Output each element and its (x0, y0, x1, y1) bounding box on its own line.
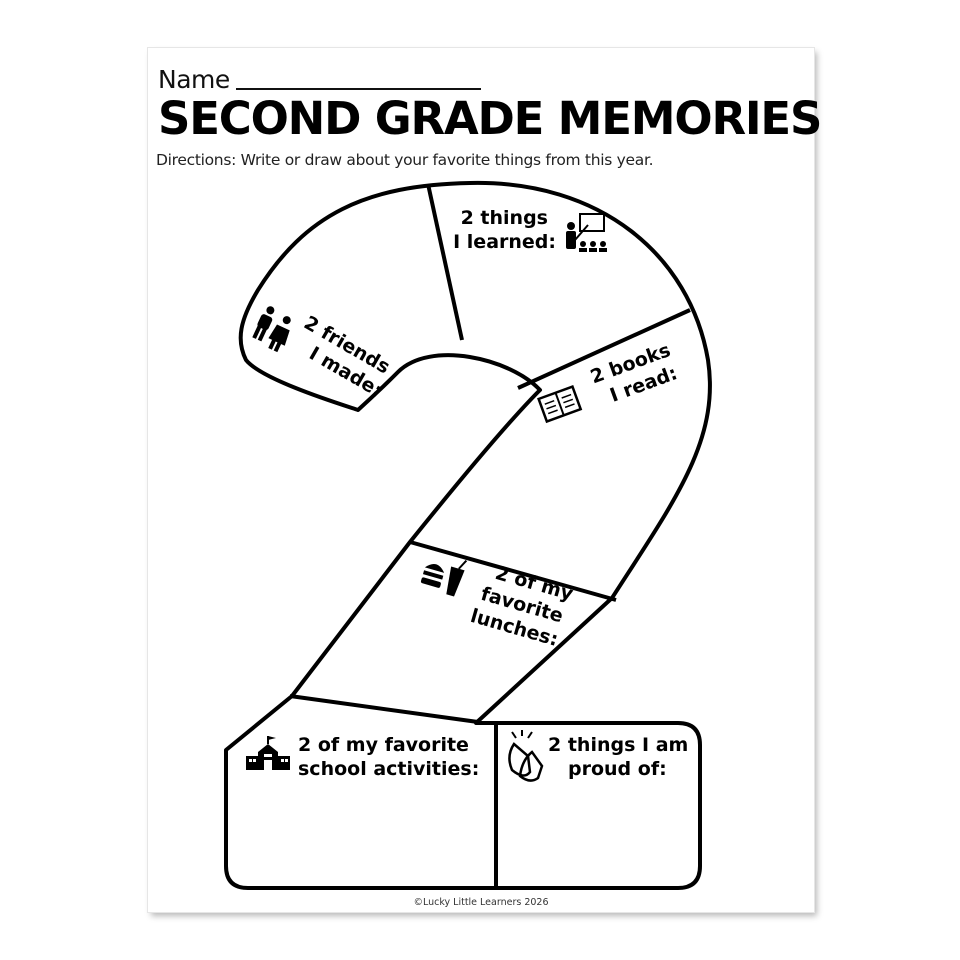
learned-label-line1: 2 things (461, 207, 548, 229)
directions-text: Directions: Write or draw about your fav… (156, 151, 654, 169)
divider-friends-learned (426, 183, 464, 341)
clapping-hands-icon (508, 730, 544, 782)
page-title: SECOND GRADE MEMORIES (158, 92, 822, 145)
section-lunches[interactable]: 2 of my favorite lunches: (419, 550, 576, 652)
section-learned[interactable]: 2 things I learned: (453, 207, 607, 253)
name-row: Name (158, 58, 481, 92)
copyright-footer: ©Lucky Little Learners 2026 (413, 897, 549, 908)
divider-lunches-activities (289, 694, 479, 724)
divider-books-lunches (409, 540, 617, 602)
proud-label-line1: 2 things I am (548, 734, 688, 756)
section-friends[interactable]: 2 friends I made: (250, 304, 398, 402)
name-label: Name (158, 65, 230, 94)
name-field-line[interactable] (235, 88, 481, 90)
school-building-icon (246, 736, 290, 770)
section-books[interactable]: 2 books I read: (537, 339, 682, 424)
number-two-outline (224, 180, 712, 890)
activities-label-line2: school activities: (298, 758, 479, 780)
activities-label-line1: 2 of my favorite (298, 734, 469, 756)
section-activities[interactable]: 2 of my favorite school activities: (246, 734, 479, 780)
proud-label-line2: proud of: (568, 758, 667, 780)
teacher-presenting-icon (566, 213, 607, 252)
lunch-icon (420, 559, 468, 597)
two-friends-icon (252, 306, 291, 353)
divider-learned-books (517, 308, 691, 390)
section-proud[interactable]: 2 things I am proud of: (508, 730, 688, 782)
learned-label-line2: I learned: (453, 231, 556, 253)
open-book-icon (537, 385, 583, 424)
